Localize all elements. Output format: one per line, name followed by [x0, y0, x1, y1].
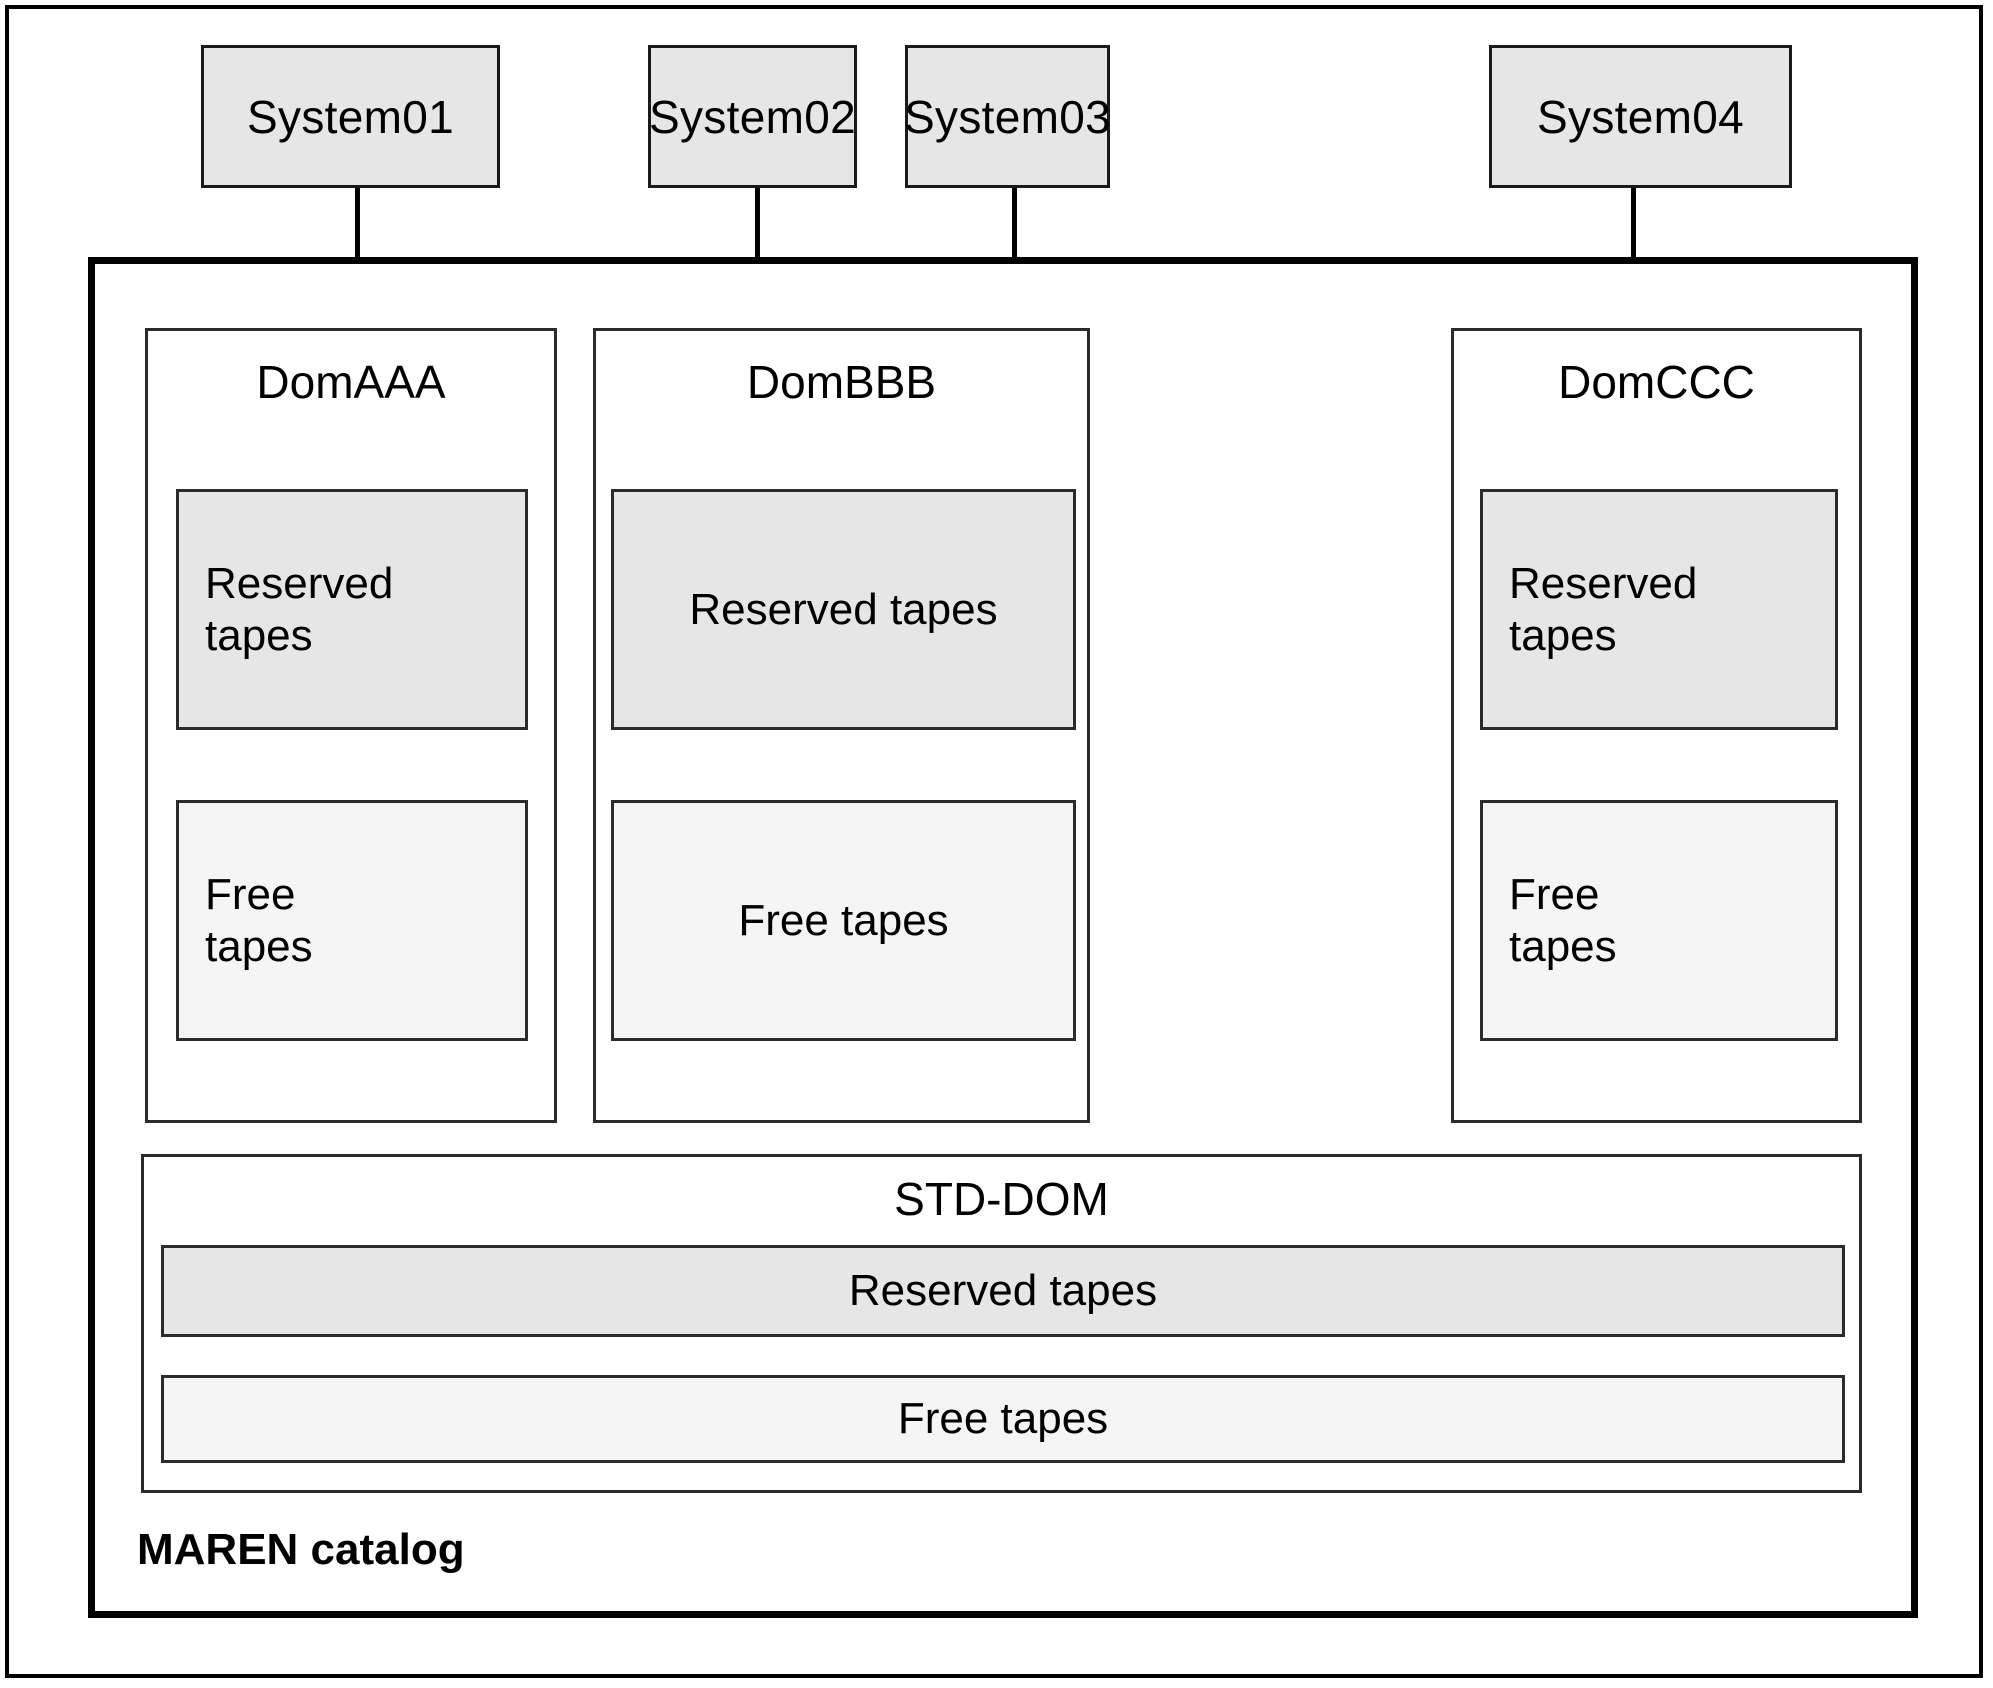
connector-line-system01: [355, 188, 360, 260]
reserved-tapes-block-dombbb: Reserved tapes: [611, 489, 1076, 730]
domain-box-std-dom[interactable]: STD-DOM Reserved tapes Free tapes: [141, 1154, 1862, 1493]
connector-line-system03: [1012, 188, 1017, 260]
free-tapes-block-domccc: Free tapes: [1480, 800, 1838, 1041]
connector-line-system02: [755, 188, 760, 260]
domain-title-domaaa: DomAAA: [256, 356, 446, 408]
domain-box-domaaa[interactable]: DomAAA Reserved tapes Free tapes: [145, 328, 557, 1123]
domain-box-domccc[interactable]: DomCCC Reserved tapes Free tapes: [1451, 328, 1862, 1123]
free-tapes-block-std-dom: Free tapes: [161, 1375, 1845, 1463]
system-box-system03[interactable]: System03: [904, 45, 1111, 188]
reserved-tapes-block-domccc: Reserved tapes: [1480, 489, 1838, 730]
system-box-system02[interactable]: System02: [648, 45, 857, 188]
reserved-tapes-block-std-dom: Reserved tapes: [161, 1245, 1845, 1337]
maren-catalog-label: MAREN catalog: [137, 1525, 465, 1574]
system-label: System03: [904, 90, 1111, 143]
connector-line-system04: [1631, 188, 1636, 260]
reserved-tapes-block-domaaa: Reserved tapes: [176, 489, 528, 730]
domain-box-dombbb[interactable]: DomBBB Reserved tapes Free tapes: [593, 328, 1090, 1123]
system-box-system01[interactable]: System01: [201, 45, 500, 188]
system-label: System01: [247, 90, 454, 143]
system-label: System02: [649, 90, 856, 143]
free-tapes-block-dombbb: Free tapes: [611, 800, 1076, 1041]
page-frame: [5, 5, 1983, 1678]
free-tapes-block-domaaa: Free tapes: [176, 800, 528, 1041]
domain-title-std-dom: STD-DOM: [894, 1173, 1109, 1225]
system-label: System04: [1537, 90, 1744, 143]
domain-title-domccc: DomCCC: [1558, 356, 1755, 408]
domain-title-dombbb: DomBBB: [746, 356, 937, 408]
system-box-system04[interactable]: System04: [1489, 45, 1792, 188]
